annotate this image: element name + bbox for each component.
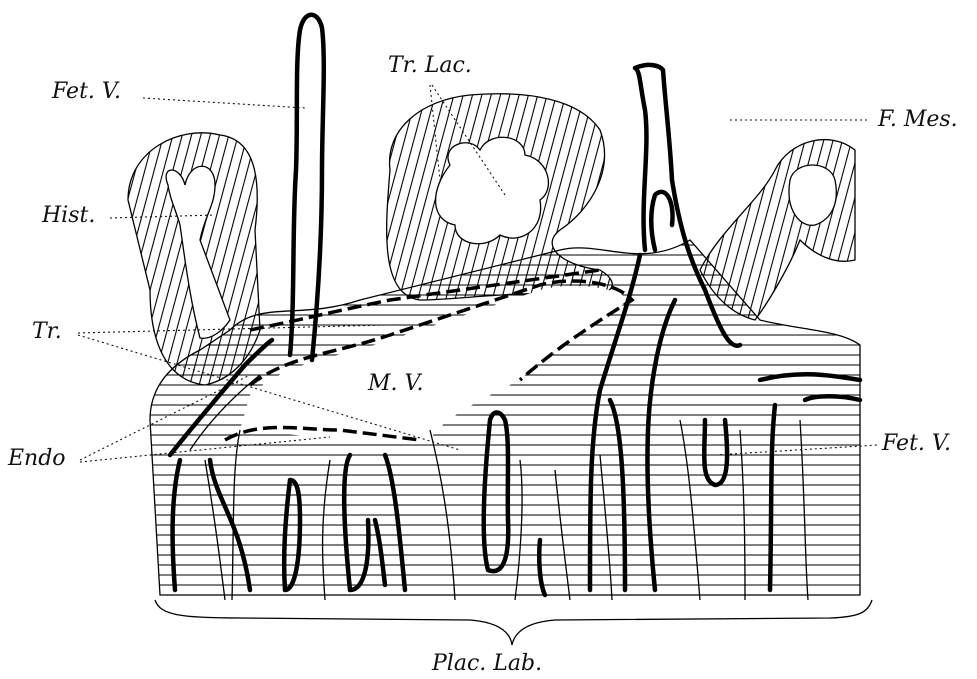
label-histiotroph: Hist. (41, 203, 95, 228)
right-villus (700, 140, 855, 320)
label-trophoblast-lacunae: Tr. Lac. (388, 53, 472, 78)
fetal-vessel-left-tall (290, 15, 324, 360)
label-maternal-vessel: M. V. (367, 371, 424, 396)
left-villus (128, 133, 260, 385)
label-placental-labyrinth: Plac. Lab. (431, 651, 542, 676)
label-fetal-vessel-top: Fet. V. (51, 79, 121, 104)
labyrinth-brace (155, 600, 872, 645)
label-endothelium: Endo (7, 446, 66, 471)
label-fetal-vessel-right: Fet. V. (881, 431, 951, 456)
label-fetal-mesoderm: F. Mes. (877, 107, 958, 132)
center-villus (387, 94, 613, 300)
label-trophoblast: Tr. (32, 319, 62, 344)
